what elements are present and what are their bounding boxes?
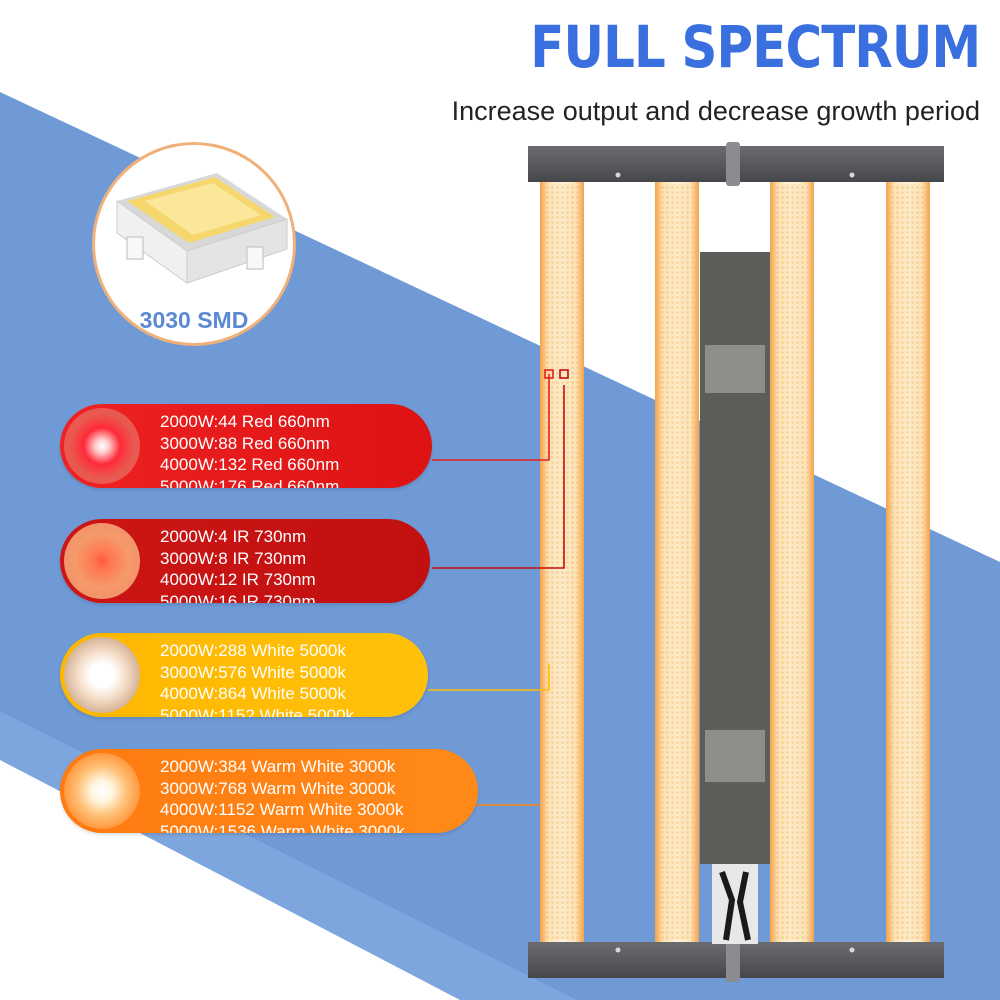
spec-line: 4000W:12 IR 730nm bbox=[160, 570, 316, 589]
page-subtitle: Increase output and decrease growth peri… bbox=[451, 96, 980, 126]
white-led-glow-icon bbox=[64, 637, 140, 713]
spec-line: 4000W:132 Red 660nm bbox=[160, 455, 340, 474]
spec-line: 5000W:176 Red 660nm bbox=[160, 476, 340, 489]
grow-light-fixture bbox=[528, 142, 944, 982]
white-5000k-spec-pill: 2000W:288 White 5000k 3000W:576 White 50… bbox=[60, 633, 428, 717]
connector-lines bbox=[428, 369, 569, 806]
red-660nm-spec-pill: 2000W:44 Red 660nm 3000W:88 Red 660nm 40… bbox=[60, 404, 432, 488]
warm-white-3000k-spec-pill: 2000W:384 Warm White 3000k 3000W:768 War… bbox=[60, 749, 478, 833]
smd-label: 3030 SMD bbox=[139, 307, 249, 333]
smd-chip-icon bbox=[116, 173, 288, 284]
spec-line: 3000W:768 Warm White 3000k bbox=[160, 778, 396, 798]
spec-line: 2000W:4 IR 730nm bbox=[160, 527, 307, 546]
ir-730nm-spec-pill: 2000W:4 IR 730nm 3000W:8 IR 730nm 4000W:… bbox=[60, 519, 430, 603]
spec-line: 4000W:1152 Warm White 3000k bbox=[160, 800, 404, 819]
spec-line: 5000W:1152 White 5000k bbox=[160, 705, 355, 718]
red-led-glow-icon bbox=[64, 408, 140, 484]
spec-line: 4000W:864 White 5000k bbox=[160, 684, 346, 703]
spec-line: 2000W:288 White 5000k bbox=[160, 641, 346, 660]
spec-line: 3000W:8 IR 730nm bbox=[160, 548, 307, 568]
spec-line: 2000W:384 Warm White 3000k bbox=[160, 757, 396, 776]
smd-chip-callout: 3030 SMD bbox=[92, 142, 296, 346]
spec-line: 3000W:576 White 5000k bbox=[160, 662, 346, 682]
ir-led-glow-icon bbox=[64, 523, 140, 599]
spec-line: 2000W:44 Red 660nm bbox=[160, 412, 330, 431]
page-title: FULL SPECTRUM bbox=[529, 13, 981, 81]
warm-white-led-glow-icon bbox=[64, 753, 140, 829]
spec-line: 5000W:16 IR 730nm bbox=[160, 591, 316, 604]
spec-line: 3000W:88 Red 660nm bbox=[160, 433, 330, 453]
spec-line: 5000W:1536 Warm White 3000k bbox=[160, 821, 405, 834]
